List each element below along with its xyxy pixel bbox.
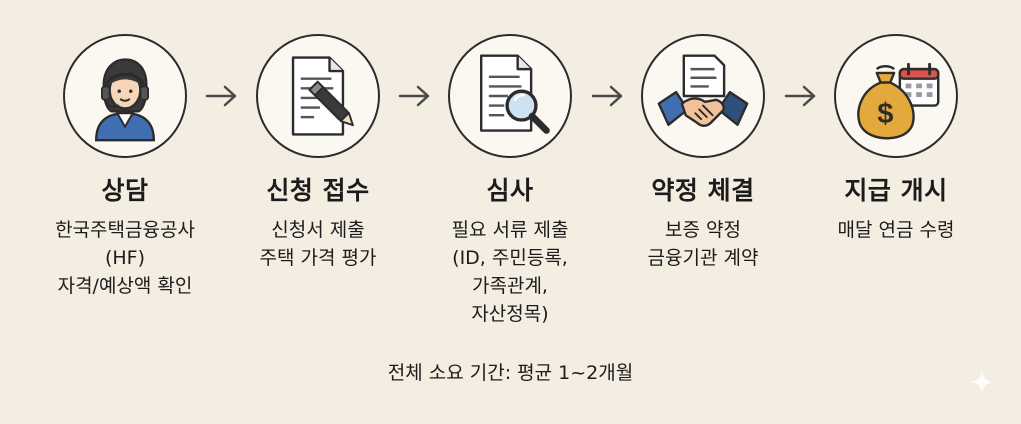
step-contract: 약정 체결 보증 약정 금융기관 계약 [603,34,803,272]
step-description-line: 자산정목) [471,303,549,325]
step-icon-circle [63,34,187,158]
step-description-line: 신청서 제출 [271,219,365,241]
step-icon-circle: $ [834,34,958,158]
handshake-icon [657,54,749,127]
money-bag-calendar-icon: $ [857,62,940,140]
step-description-line: 필요 서류 제출 [451,219,569,241]
step-description: 보증 약정 금융기관 계약 [603,216,803,272]
arrow-right-icon [784,85,816,107]
sparkle-icon [970,370,994,394]
svg-text:$: $ [877,98,893,130]
step-icon-circle [641,34,765,158]
step-icon-circle [448,34,572,158]
step-payout: $ 지급 개시 매달 연금 수령 [796,34,996,244]
step-description-line: 매달 연금 수령 [837,219,955,241]
step-description-line: 한국주택금융공사 [55,219,195,241]
step-description: 한국주택금융공사 (HF) 자격/예상액 확인 [25,216,225,300]
total-duration-note: 전체 소요 기간: 평균 1~2개월 [387,362,634,384]
document-magnifier-icon [480,54,550,134]
step-review: 심사 필요 서류 제출 (ID, 주민등록, 가족관계, 자산정목) [410,34,610,328]
step-description-line: (ID, 주민등록, [452,247,568,269]
step-title: 심사 [486,176,534,205]
step-title: 신청 접수 [266,176,370,205]
headset-agent-icon [94,58,156,142]
step-description-line: 금융기관 계약 [647,247,759,269]
document-pen-icon [291,56,354,136]
step-description: 신청서 제출 주택 가격 평가 [218,216,418,272]
step-description-line: 보증 약정 [665,219,741,241]
step-title: 지급 개시 [844,176,948,205]
step-description: 매달 연금 수령 [796,216,996,244]
step-title: 상담 [101,176,149,205]
step-title: 약정 체결 [651,176,755,205]
arrow-right-icon [398,85,430,107]
arrow-right-icon [205,85,237,107]
step-description-line: (HF) [104,247,146,269]
step-application: 신청 접수 신청서 제출 주택 가격 평가 [218,34,418,272]
step-description-line: 자격/예상액 확인 [57,275,193,297]
arrow-right-icon [591,85,623,107]
step-icon-circle [256,34,380,158]
step-description-line: 주택 가격 평가 [259,247,377,269]
step-consultation: 상담 한국주택금융공사 (HF) 자격/예상액 확인 [25,34,225,300]
step-description: 필요 서류 제출 (ID, 주민등록, 가족관계, 자산정목) [410,216,610,328]
step-description-line: 가족관계, [472,275,548,297]
